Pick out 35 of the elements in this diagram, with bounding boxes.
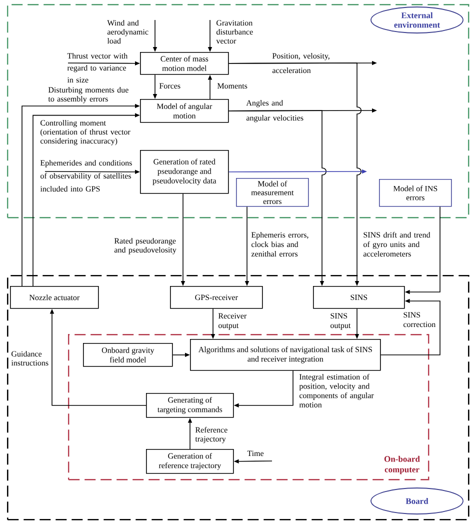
edge-label: Receiver output [218,313,247,330]
edge-label: SINS correction [404,312,436,328]
edge-label: Moments [217,83,248,89]
process-box: Onboard gravity field model [83,343,173,367]
edge-label: Reference trajectory [195,426,228,444]
edge-label: Thrust vector with regard to variance in size [67,52,128,83]
edge-label: Controlling moment (orientation of thrust vector considering inaccuracy) [40,120,130,146]
edge-label: Integral estimation of position, velocity and components of angular motion [299,374,374,408]
process-box: Center of mass motion model [140,52,229,75]
process-box: Generation of rated pseudorange and pseudovelocity data [140,150,229,194]
process-box: GPS-receiver [170,286,263,309]
edge-label: Disturbing moments due to assembly errors [48,86,128,104]
process-box: Model of measurement errors [236,178,309,207]
edge-label: Angles and angular velocities [246,100,304,122]
edge-label: Rated pseudorange and pseudovelosity [114,238,176,254]
edge-label: Guidance instructions [11,350,48,366]
edge-label: Time [247,450,264,456]
edge-label: SINS output [330,313,351,330]
ellipse-label: External environment [370,6,464,34]
process-box: Model of angular motion [140,99,229,123]
edge-label: Ephemerides and conditions of observability of satellites included into GPS [40,160,132,192]
process-box: SINS [313,286,405,309]
process-box: Generation of reference trajectory [146,449,234,474]
ellipse-label: Board [370,488,464,514]
process-box: Generating of targeting commands [146,393,234,418]
process-box: Algorithms and solutions of navigational task of SINS and receiver integration [190,339,381,371]
process-box: Model of INS errors [379,179,452,207]
edge-label: Ephemeris errors, clock bias and zenithal errors [251,232,308,257]
edge-label: Position, velosity, acceleration [272,52,330,74]
edge-label: Gravitation disturbance vector [216,20,253,44]
edge-label: Forces [159,83,180,89]
frame-label: On-board computer [384,456,420,474]
edge-label: Wind and aerodynamic load [107,20,148,44]
edge-label: SINS drift and trend of gyro units and accelerometers [363,232,430,257]
process-box: Nozzle actuator [10,286,99,309]
